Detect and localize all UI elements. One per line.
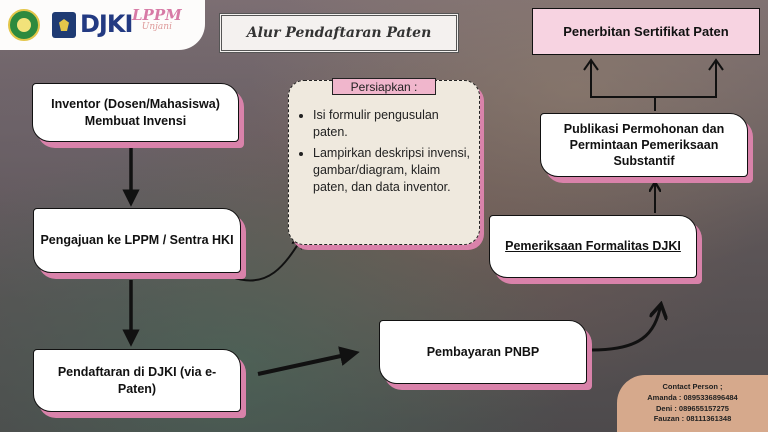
prep-item: Lampirkan deskripsi invensi, gambar/diag… [313, 145, 471, 196]
step-pembayaran-pnbp: Pembayaran PNBP [379, 320, 587, 384]
arrowhead-final-right [708, 58, 724, 71]
step-pendaftaran-djki: Pendaftaran di DJKI (via e-Paten) [33, 349, 241, 412]
final-sertifikat-paten: Penerbitan Sertifikat Paten [532, 8, 760, 55]
arrow-step3-step4 [257, 346, 360, 376]
prep-panel: Isi formulir pengusulan paten. Lampirkan… [288, 80, 480, 245]
contact-line: Deni : 089655157275 [656, 403, 729, 413]
arrow-step6-final [590, 62, 717, 111]
contact-line: Fauzan : 08111361348 [653, 414, 732, 424]
arrow-step2-prep [231, 238, 302, 282]
prep-list: Isi formulir pengusulan paten. Lampirkan… [297, 107, 471, 195]
arrow-step4-step5 [591, 304, 661, 352]
arrowhead-final-left [583, 58, 599, 71]
contact-title: Contact Person ; [662, 381, 723, 391]
step-pemeriksaan-formalitas: Pemeriksaan Formalitas DJKI [489, 215, 697, 278]
prep-tag: Persiapkan : [332, 78, 436, 95]
kemenkumham-logo [52, 12, 76, 38]
step-pengajuan-lppm: Pengajuan ke LPPM / Sentra HKI [33, 208, 241, 273]
prep-item: Isi formulir pengusulan paten. [313, 107, 471, 141]
contact-line: Amanda : 0895336896484 [647, 392, 738, 402]
step-inventor-invensi: Inventor (Dosen/Mahasiswa) Membuat Inven… [32, 83, 239, 142]
step-publikasi-permohonan: Publikasi Permohonan dan Permintaan Peme… [540, 113, 748, 177]
university-seal-logo [8, 9, 40, 41]
djki-logo: DJKI [80, 10, 133, 38]
contact-panel: Contact Person ; Amanda : 0895336896484 … [617, 375, 768, 432]
page-title: Alur Pendaftaran Paten [219, 13, 459, 53]
